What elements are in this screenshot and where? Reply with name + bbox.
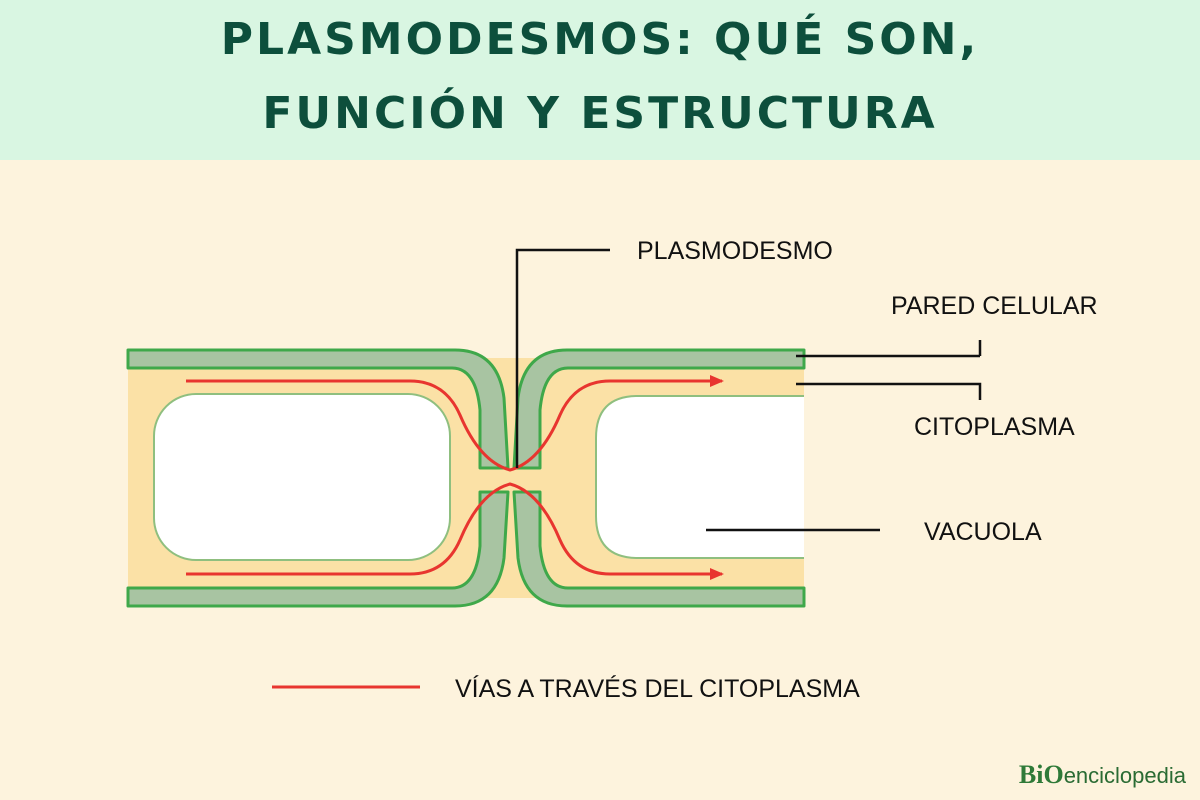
leader-pared-celular	[796, 340, 982, 358]
leader-citoplasma	[796, 382, 982, 400]
label-pared-celular: PARED CELULAR	[891, 292, 1098, 320]
label-plasmodesmo: PLASMODESMO	[637, 237, 833, 265]
pathway-top	[186, 375, 724, 472]
vacuole-right	[595, 395, 804, 559]
title-banner: PLASMODESMOS: QUÉ SON, FUNCIÓN Y ESTRUCT…	[0, 0, 1200, 160]
legend-pathway-label: VÍAS A TRAVÉS DEL CITOPLASMA	[455, 674, 860, 703]
page-title-line-1: PLASMODESMOS: QUÉ SON,	[220, 14, 980, 65]
label-citoplasma: CITOPLASMA	[914, 413, 1075, 441]
label-vacuola: VACUOLA	[924, 518, 1042, 546]
bioenciclopedia-logo: BiOenciclopedia	[1019, 760, 1186, 790]
brand-name: enciclopedia	[1063, 763, 1186, 788]
cell-wall-bottom-left	[126, 490, 510, 608]
cell-wall-bottom-right	[512, 490, 806, 608]
leader-plasmodesmo	[515, 248, 610, 468]
vacuole-left	[153, 393, 451, 561]
pathway-bottom	[186, 482, 724, 580]
page-title-line-2: FUNCIÓN Y ESTRUCTURA	[262, 88, 938, 139]
brand-mark: BiO	[1018, 760, 1064, 789]
